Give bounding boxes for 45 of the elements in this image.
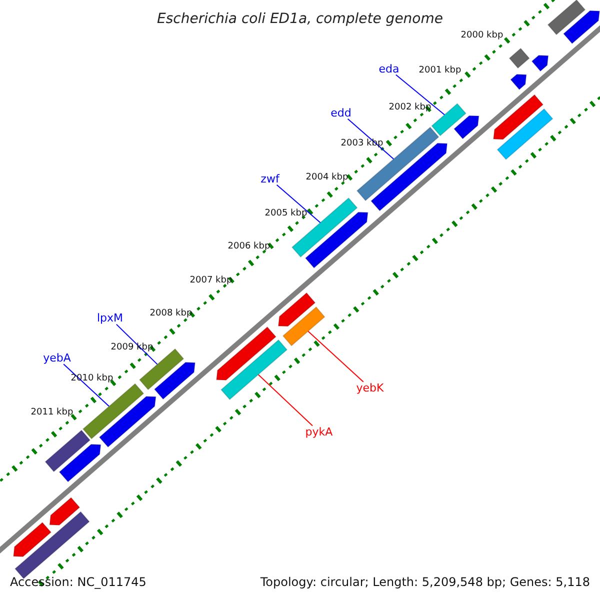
gene-bar [291,197,358,258]
gene-bar [220,339,288,400]
gene-bar [508,48,530,69]
leader-line [276,184,321,224]
gene-label: eda [378,64,400,74]
leader-line [347,118,394,160]
tick-label: 2005 kbp [264,210,308,218]
gene-bar [547,0,586,36]
accession-label: Accession: NC_011745 [10,576,146,588]
gene-bar [49,496,80,526]
gene-label: lpxM [96,312,124,324]
gene-bar [216,326,277,381]
gene-bar [431,102,467,136]
gene-label: yebK [356,382,384,394]
title: Escherichia coli ED1a, complete genome [157,12,443,26]
gene-bar [82,383,144,440]
leader-line [116,324,158,365]
gene-bar [278,292,316,327]
gene-bar [510,74,527,90]
tick-label: 2004 kbp [306,174,348,182]
gene-bar [12,522,52,558]
tick-label: 2011 kbp [30,408,74,418]
gene-bar [282,306,326,346]
gene-bar [562,10,600,44]
genome-info: Topology: circular; Length: 5,209,548 bp; Genes: 5,118 [260,576,590,588]
gene-label: edd [330,108,352,118]
gene-label: pykA [305,426,333,438]
gene-bar [44,430,91,472]
leader-line [258,374,313,426]
tick-label: 2002 kbp [388,104,432,112]
gene-bar [98,396,156,448]
gene-label: zwf [260,174,280,184]
gene-bar [531,54,549,72]
leader-line [63,364,110,407]
tick-label: 2000 kbp [460,32,504,40]
gene-bar [496,108,554,160]
gene-bar [453,115,480,140]
leader-line [395,74,445,116]
leader-line [308,330,364,382]
gene-label: yebA [43,352,71,364]
gene-bar [492,94,544,140]
gene-bar [154,362,196,400]
gene-bar [58,444,102,482]
tick-label: 2006 kbp [228,242,270,252]
tick-label: 2001 kbp [418,66,462,76]
